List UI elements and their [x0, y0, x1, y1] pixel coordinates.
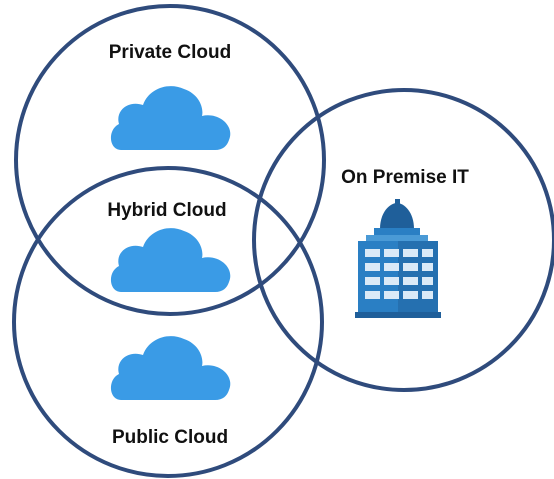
cloud-icon: [110, 86, 231, 150]
on-premise-label: On Premise IT: [341, 167, 469, 188]
on-premise-circle: [252, 88, 554, 392]
public-cloud-circle: [12, 166, 324, 478]
private-cloud-label: Private Cloud: [109, 42, 231, 63]
building-windows: [365, 249, 433, 299]
hybrid-cloud-label: Hybrid Cloud: [107, 200, 226, 221]
office-building-icon: [355, 199, 441, 318]
private-cloud-circle: [14, 4, 326, 316]
cloud-icon: [110, 228, 231, 292]
public-cloud-label: Public Cloud: [112, 427, 228, 448]
cloud-icon: [110, 336, 231, 400]
